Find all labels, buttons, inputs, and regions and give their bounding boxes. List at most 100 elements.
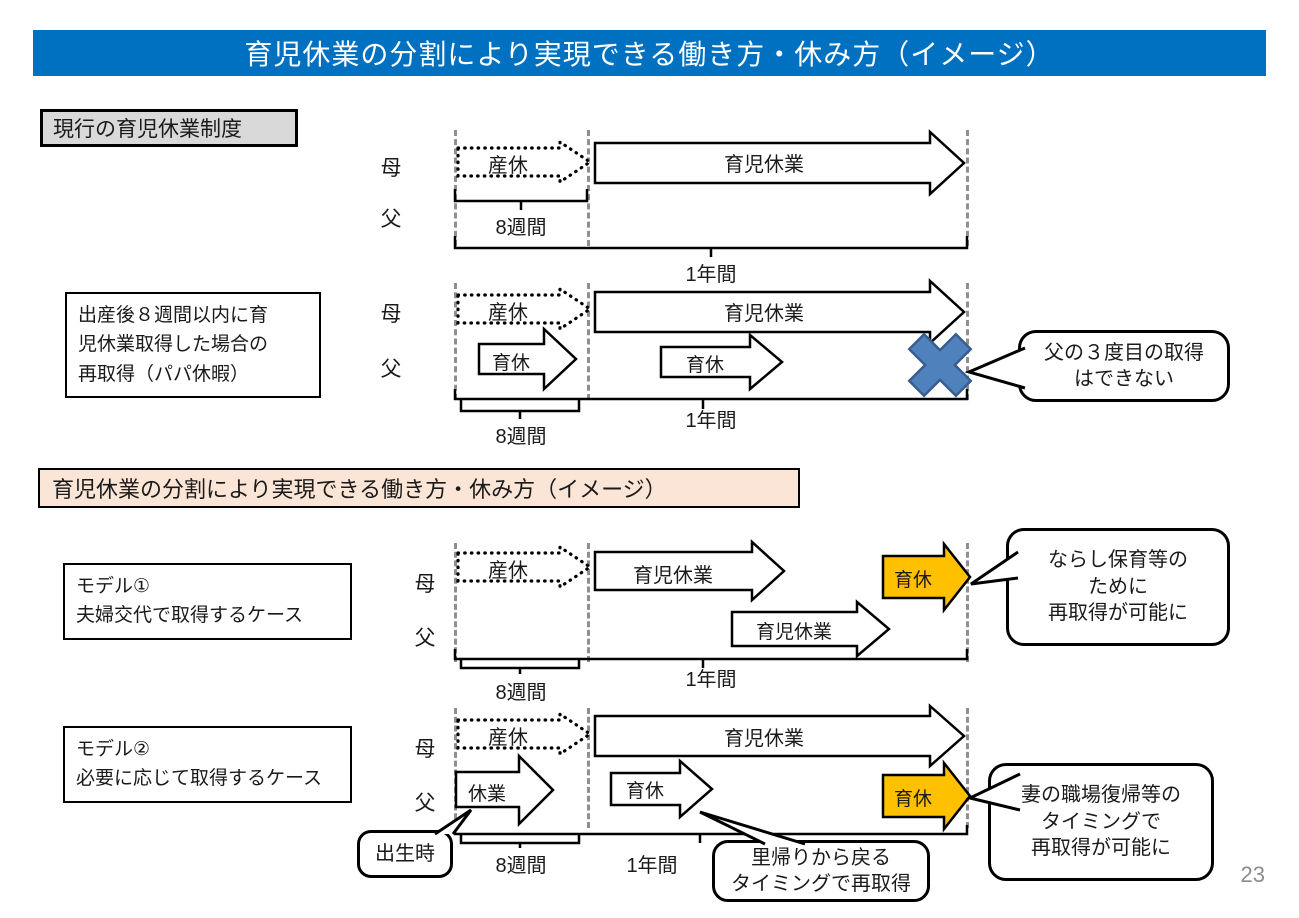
callout-no-third-leave-line: はできない [1074, 368, 1174, 390]
bracket-1year-label: 1年間 [626, 855, 678, 877]
model2-note: モデル② 必要に応じて取得するケース [63, 726, 352, 803]
papa-leave-note-line: 出産後８週間以内に育 [78, 305, 269, 326]
mother-retake-arrow-label: 育休 [893, 570, 932, 591]
timeline-divider-1year [966, 283, 969, 400]
callout-no-third-leave-line: 父の３度目の取得 [1044, 341, 1204, 364]
papa-leave-note-line: 児休業取得した場合の [78, 334, 269, 356]
callout-tsuma: 妻の職場復帰等の タイミングで 再取得が可能に [988, 763, 1214, 881]
father-retake-arrow-label: 育休 [893, 789, 932, 810]
father-childcare-arrow-label: 育児休業 [755, 622, 832, 643]
callout-tsuma-tail [965, 772, 1021, 812]
bracket-8weeks [459, 833, 581, 848]
maternity-leave-arrow [456, 286, 593, 332]
row-label-father: 父 [414, 627, 436, 650]
model1-note: モデル① 夫婦交代で取得するケース [63, 563, 352, 640]
bracket-8weeks-label: 8週間 [495, 217, 547, 239]
timeline-divider-1year [966, 543, 969, 662]
callout-tsuma-line: 再取得が可能に [1031, 837, 1171, 860]
father-mid-leave-arrow-label: 育休 [625, 781, 664, 802]
maternity-leave-arrow [456, 711, 593, 757]
bracket-1year [453, 236, 969, 257]
maternity-leave-arrow [456, 139, 593, 185]
bracket-1year-label: 1年間 [685, 264, 737, 286]
mother-childcare-arrow-label: 育児休業 [724, 728, 804, 750]
bracket-1year [453, 389, 969, 409]
timeline-divider-1year [966, 130, 969, 246]
bracket-1year-label: 1年間 [685, 410, 737, 432]
mother-retake-arrow-orange [881, 540, 972, 614]
page-number: 23 [1240, 862, 1265, 887]
mother-childcare-arrow-label: 育児休業 [633, 565, 713, 587]
model2-note-line: 必要に応じて取得するケース [76, 768, 323, 790]
row-label-mother: 母 [414, 573, 436, 596]
model2-note-line: モデル② [76, 739, 151, 760]
maternity-leave-arrow-label: 産休 [488, 302, 528, 324]
callout-tsuma-line: 妻の職場復帰等の [1021, 784, 1181, 807]
callout-satogaeri-line: タイミングで再取得 [731, 873, 911, 895]
callout-narashi-tail [970, 550, 1019, 586]
father-childcare-arrow [730, 599, 891, 659]
bracket-8weeks [459, 658, 581, 674]
callout-narashi-line: ならし保育等の [1048, 549, 1188, 572]
page-title: 育児休業の分割により実現できる働き方・休み方（イメージ） [33, 30, 1266, 76]
father-birth-leave-arrow [454, 752, 555, 828]
father-birth-leave-arrow-label: 休業 [467, 784, 506, 805]
callout-narashi-line: ために [1088, 575, 1148, 598]
timeline-divider-8weeks [587, 130, 590, 246]
timeline-divider-1year [966, 708, 969, 828]
callout-narashi: ならし保育等の ために 再取得が可能に [1006, 528, 1230, 646]
papa-leave-note-line: 再取得（パパ休暇） [78, 363, 250, 385]
timeline-divider-start [454, 708, 457, 828]
father-retake-arrow-orange [881, 759, 972, 833]
callout-no-third-leave-tail [964, 346, 1026, 390]
row-label-father: 父 [380, 358, 402, 381]
x-mark-icon [907, 332, 973, 398]
father-mid-leave-arrow [609, 758, 714, 820]
timeline-divider-8weeks [587, 283, 590, 400]
model1-note-line: モデル① [76, 576, 151, 597]
maternity-leave-arrow-label: 産休 [488, 155, 528, 177]
timeline-divider-start [454, 130, 457, 246]
father-leave-arrow-2-label: 育休 [685, 355, 724, 376]
row-label-mother: 母 [380, 157, 402, 180]
callout-birth-tail [434, 808, 473, 836]
row-label-mother: 母 [380, 303, 402, 326]
row-label-mother: 母 [414, 738, 436, 761]
callout-narashi-line: 再取得が可能に [1048, 602, 1188, 625]
mother-childcare-arrow [593, 703, 966, 769]
childcare-leave-arrow [593, 129, 966, 197]
callout-satogaeri-tail [699, 810, 806, 846]
bracket-8weeks-label: 8週間 [495, 426, 547, 448]
callout-satogaeri-line: 里帰りから戻る [751, 846, 891, 869]
callout-birth-line: 出生時 [375, 842, 435, 865]
bracket-1year [453, 649, 969, 668]
childcare-leave-arrow-label: 育児休業 [724, 154, 804, 176]
model1-note-line: 夫婦交代で取得するケース [76, 605, 304, 627]
childcare-leave-arrow [593, 278, 966, 346]
papa-leave-note: 出産後８週間以内に育 児休業取得した場合の 再取得（パパ休暇） [65, 292, 321, 399]
maternity-leave-arrow-label: 産休 [488, 560, 528, 582]
bracket-1year-label: 1年間 [685, 669, 737, 691]
bracket-8weeks-label: 8週間 [495, 855, 547, 877]
father-leave-arrow-1 [477, 326, 578, 392]
father-leave-arrow-1-label: 育休 [491, 353, 530, 374]
timeline-divider-8weeks [587, 543, 590, 662]
mother-childcare-arrow [593, 539, 786, 603]
childcare-leave-arrow-label: 育児休業 [724, 303, 804, 325]
bracket-8weeks-label: 8週間 [495, 682, 547, 704]
row-label-father: 父 [414, 792, 436, 815]
bracket-8weeks [459, 400, 581, 419]
split-section-heading: 育児休業の分割により実現できる働き方・休み方（イメージ） [38, 468, 800, 508]
callout-satogaeri: 里帰りから戻る タイミングで再取得 [712, 840, 930, 902]
callout-tsuma-line: タイミングで [1041, 810, 1161, 833]
current-system-heading: 現行の育児休業制度 [40, 109, 298, 147]
bracket-8weeks [453, 189, 589, 210]
callout-no-third-leave: 父の３度目の取得 はできない [1018, 330, 1230, 402]
timeline-divider-start [454, 283, 457, 400]
callout-birth: 出生時 [357, 830, 453, 878]
father-leave-arrow-2 [659, 332, 784, 392]
timeline-divider-start [454, 543, 457, 662]
timeline-divider-8weeks [587, 708, 590, 828]
row-label-father: 父 [380, 208, 402, 231]
